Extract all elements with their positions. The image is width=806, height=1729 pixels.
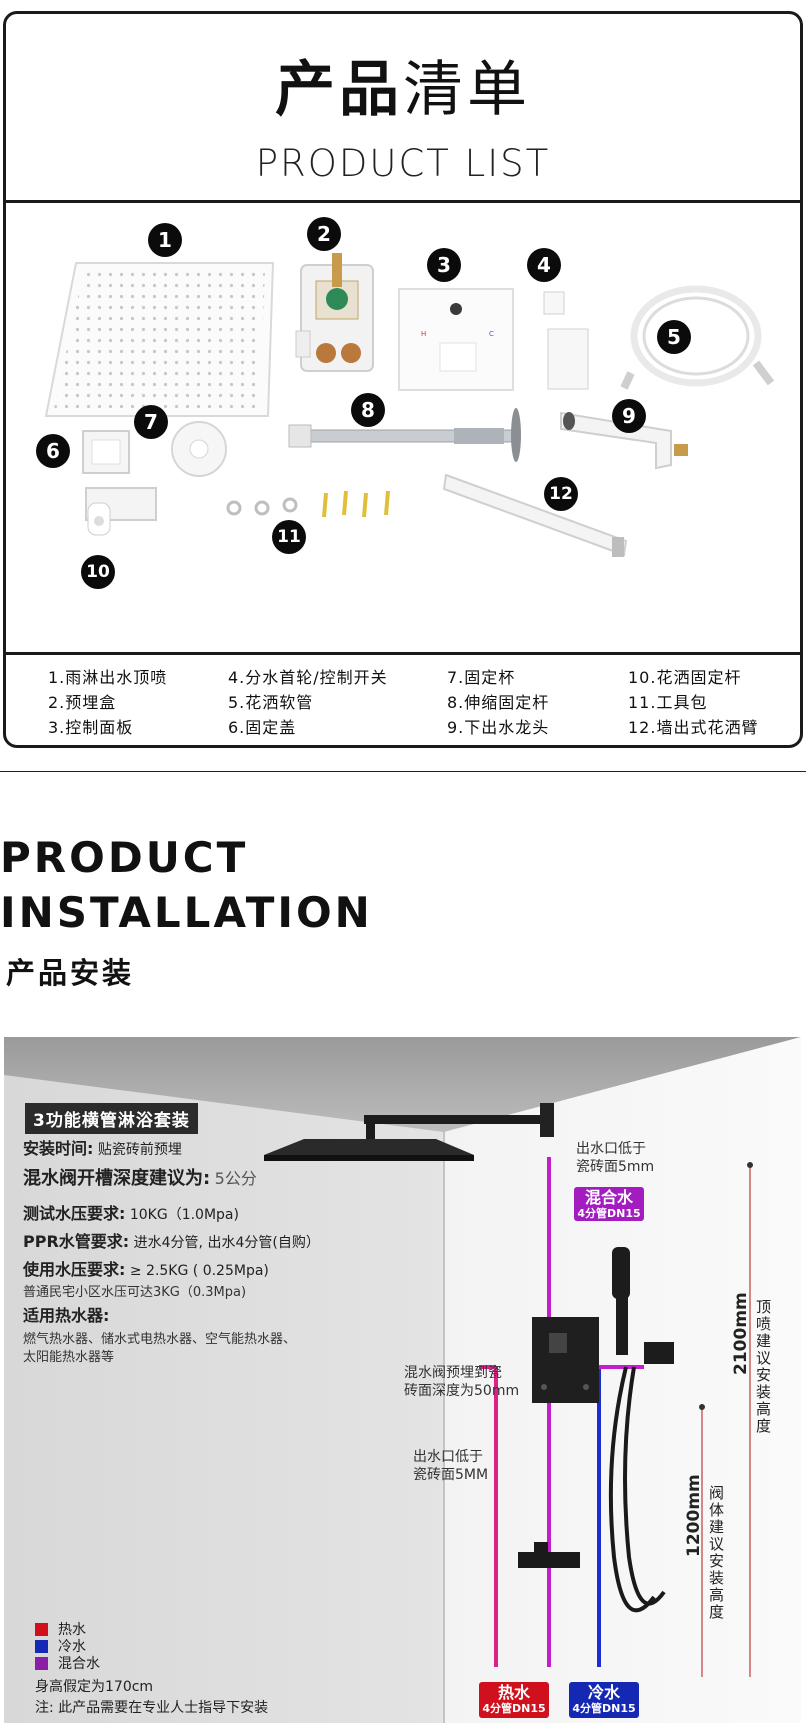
height-assumption: 身高假定为170cm bbox=[35, 1679, 154, 1695]
fixing-cover-image bbox=[82, 430, 130, 474]
tool-kit-image bbox=[226, 490, 390, 518]
marker-10: 10 bbox=[81, 555, 115, 589]
install-note: 注: 此产品需要在专业人士指导下安装 bbox=[35, 1700, 269, 1716]
installation-title-line2: INSTALLATION bbox=[0, 888, 373, 937]
marker-5: 5 bbox=[657, 320, 691, 354]
hot-water-tag: 热水 4分管DN15 bbox=[479, 1682, 549, 1718]
legend-item: 7.固定杯 bbox=[447, 668, 516, 687]
key-mixed-swatch bbox=[35, 1657, 48, 1670]
product-list-header: 产品清单 PRODUCT LIST bbox=[6, 14, 800, 203]
shower-arm-image bbox=[442, 473, 628, 557]
fixing-cup-image bbox=[171, 421, 227, 477]
legend-item: 2.预埋盒 bbox=[48, 693, 117, 712]
spec-heater-line1: 燃气热水器、储水式电热水器、空气能热水器、 bbox=[23, 1332, 297, 1347]
key-hot-swatch bbox=[35, 1623, 48, 1636]
legend-item: 11.工具包 bbox=[628, 693, 708, 712]
marker-4: 4 bbox=[527, 248, 561, 282]
legend-item: 9.下出水龙头 bbox=[447, 718, 550, 737]
legend-column-3: 7.固定杯 8.伸缩固定杆 9.下出水龙头 bbox=[447, 665, 549, 740]
diverter-knob-image bbox=[543, 291, 589, 390]
installation-diagram: 3功能横管淋浴套装 安装时间: 贴瓷砖前预埋 混水阀开槽深度建议为: 5公分 测… bbox=[4, 1037, 801, 1723]
marker-9: 9 bbox=[612, 399, 646, 433]
product-list-title: 产品清单 bbox=[275, 55, 531, 125]
svg-text:C: C bbox=[489, 330, 494, 338]
spec-badge: 3功能横管淋浴套装 bbox=[25, 1103, 198, 1134]
legend-item: 12.墙出式花洒臂 bbox=[628, 718, 759, 737]
spec-test-pressure: 测试水压要求: 10KG（1.0Mpa) bbox=[23, 1204, 239, 1223]
marker-2: 2 bbox=[307, 217, 341, 251]
legend-column-4: 10.花洒固定杆 11.工具包 12.墙出式花洒臂 bbox=[628, 665, 758, 740]
height-1200: 1200mm bbox=[684, 1474, 704, 1557]
installation-scene-drawing bbox=[4, 1037, 801, 1723]
marker-11: 11 bbox=[272, 520, 306, 554]
marker-7: 7 bbox=[134, 405, 168, 439]
valve-box-image bbox=[295, 253, 374, 372]
spec-valve-depth: 混水阀开槽深度建议为: 5公分 bbox=[23, 1168, 257, 1189]
marker-12: 12 bbox=[544, 477, 578, 511]
marker-6: 6 bbox=[36, 434, 70, 468]
spec-install-time: 安装时间: 贴瓷砖前预埋 bbox=[23, 1139, 182, 1158]
shower-hose-image bbox=[620, 285, 775, 390]
installation-title-cn: 产品安装 bbox=[6, 956, 135, 990]
parts-illustration: H C bbox=[6, 203, 800, 663]
mixed-water-tag: 混合水 4分管DN15 bbox=[574, 1187, 644, 1221]
legend-item: 3.控制面板 bbox=[48, 718, 134, 737]
svg-text:H: H bbox=[421, 330, 426, 338]
product-list-subtitle: PRODUCT LIST bbox=[255, 142, 551, 185]
cold-water-tag: 冷水 4分管DN15 bbox=[569, 1682, 639, 1718]
spec-heater-line2: 太阳能热水器等 bbox=[23, 1350, 115, 1365]
key-cold: 冷水 bbox=[35, 1639, 86, 1655]
spout-drawing bbox=[518, 1542, 580, 1568]
legend-item: 10.花洒固定杆 bbox=[628, 668, 742, 687]
legend-item: 5.花洒软管 bbox=[228, 693, 314, 712]
legend-item: 1.雨淋出水顶喷 bbox=[48, 668, 168, 687]
mixing-valve-drawing bbox=[532, 1317, 599, 1403]
legend-column-1: 1.雨淋出水顶喷 2.预埋盒 3.控制面板 bbox=[48, 665, 167, 740]
callout-valve-depth: 混水阀预埋到瓷 砖面深度为50mm bbox=[404, 1365, 520, 1399]
callout-top-outlet: 出水口低于 瓷砖面5mm bbox=[576, 1141, 655, 1175]
height-2100-label: 顶喷建议安装高度 bbox=[754, 1299, 772, 1435]
tub-spout-image bbox=[560, 411, 688, 470]
installation-title-line1: PRODUCT bbox=[0, 833, 249, 882]
product-list-card: 产品清单 PRODUCT LIST bbox=[3, 11, 803, 748]
marker-1: 1 bbox=[148, 223, 182, 257]
spec-heater-label: 适用热水器: bbox=[23, 1306, 110, 1325]
key-hot: 热水 bbox=[35, 1622, 86, 1638]
spec-ppr-pipe: PPR水管要求: 进水4分管, 出水4分管(自购） bbox=[23, 1232, 320, 1251]
telescopic-rod-image bbox=[288, 408, 521, 462]
callout-low-outlet: 出水口低于 瓷砖面5MM bbox=[413, 1449, 489, 1483]
shower-holder-image bbox=[85, 487, 157, 536]
key-cold-swatch bbox=[35, 1640, 48, 1653]
height-2100: 2100mm bbox=[731, 1292, 751, 1375]
marker-3: 3 bbox=[427, 248, 461, 282]
legend-item: 8.伸缩固定杆 bbox=[447, 693, 550, 712]
spec-use-note: 普通民宅小区水压可达3KG（0.3Mpa) bbox=[23, 1285, 247, 1300]
key-mixed: 混合水 bbox=[35, 1656, 100, 1672]
rain-shower-head-image bbox=[44, 262, 275, 417]
parts-legend: 1.雨淋出水顶喷 2.预埋盒 3.控制面板 4.分水首轮/控制开关 5.花洒软管… bbox=[6, 652, 800, 745]
rain-head-drawing bbox=[264, 1103, 554, 1161]
parts-drawing: H C bbox=[44, 253, 775, 557]
legend-item: 6.固定盖 bbox=[228, 718, 297, 737]
legend-item: 4.分水首轮/控制开关 bbox=[228, 668, 388, 687]
height-1200-label: 阀体建议安装高度 bbox=[707, 1485, 725, 1621]
handheld-shower-drawing bbox=[608, 1247, 674, 1613]
legend-column-2: 4.分水首轮/控制开关 5.花洒软管 6.固定盖 bbox=[228, 665, 388, 740]
spec-use-pressure: 使用水压要求: ≥ 2.5KG ( 0.25Mpa) bbox=[23, 1260, 269, 1279]
section-divider bbox=[0, 771, 806, 772]
control-panel-image: H C bbox=[398, 288, 514, 391]
marker-8: 8 bbox=[351, 393, 385, 427]
